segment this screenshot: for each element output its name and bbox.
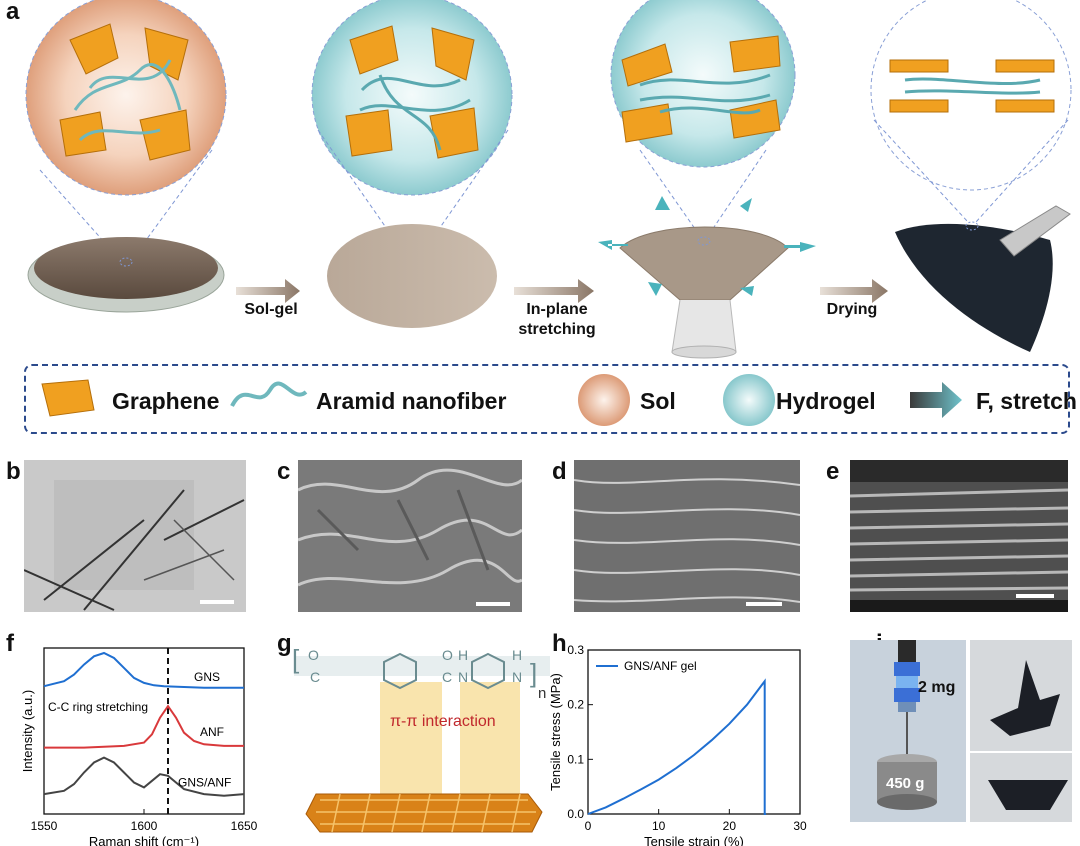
x-tick-label: 30	[793, 819, 807, 833]
panel-a-schematic	[25, 0, 1072, 359]
pi-pi-label: π-π interaction	[390, 713, 496, 730]
legend-graphene: Graphene	[112, 388, 220, 414]
aramid-nanofiber-icon	[230, 381, 308, 407]
mass-2mg-label: 2 mg	[918, 679, 955, 696]
legend-sol: Sol	[640, 388, 676, 414]
panel-label-f: f	[6, 630, 14, 657]
dried-film	[895, 205, 1071, 352]
x-tick-label: 1600	[131, 819, 158, 833]
panel-label-d: d	[552, 458, 567, 485]
series-line-gns-anf-gel	[587, 678, 767, 815]
y-tick-label: 0.3	[567, 643, 584, 657]
process-arrow-1	[236, 279, 300, 303]
hydrogel-bubble-2	[610, 0, 796, 168]
legend-aramid: Aramid nanofiber	[316, 388, 507, 414]
svg-text:O: O	[442, 647, 453, 663]
series-line-anf	[44, 704, 244, 749]
series-line-gns-anf	[43, 756, 245, 797]
svg-text:H: H	[512, 647, 522, 663]
series-label: GNS/ANF	[178, 776, 231, 790]
gel-film-disc	[327, 224, 497, 328]
y-tick-label: 0.0	[567, 807, 584, 821]
panel-label-h: h	[552, 630, 567, 657]
sol-icon	[578, 374, 630, 426]
sol-bubble	[25, 0, 227, 196]
panel-label-e: e	[826, 458, 840, 485]
plot-frame	[587, 649, 801, 815]
x-tick-label: 1650	[231, 819, 258, 833]
x-tick-label: 1550	[31, 819, 58, 833]
series-label: GNS	[194, 670, 220, 684]
sem-image-e	[850, 460, 1068, 612]
dried-film-bubble	[870, 0, 1072, 191]
y-tick-label: 0.1	[567, 752, 584, 766]
force-arrow-icon	[910, 382, 962, 418]
pi-pi-schematic: [ O C O C H N H N ] n π-π interaction	[292, 644, 550, 833]
svg-text:C: C	[310, 669, 320, 685]
svg-text:]: ]	[530, 658, 537, 688]
x-tick-label: 20	[723, 819, 737, 833]
annotation-label: C-C ring stretching	[48, 700, 148, 714]
svg-text:N: N	[458, 669, 468, 685]
legend-hydrogel: Hydrogel	[776, 388, 876, 414]
panel-label-c: c	[277, 458, 291, 485]
legend-force: F, stretch	[976, 388, 1077, 414]
process-arrow-3	[820, 279, 888, 303]
stretch-force-arrows	[598, 196, 816, 296]
panel-label-b: b	[6, 458, 21, 485]
y-axis-label: Tensile stress (MPa)	[548, 673, 563, 791]
series-label: ANF	[200, 725, 224, 739]
svg-text:C: C	[442, 669, 452, 685]
hydrogel-bubble-1	[311, 0, 513, 196]
x-axis-label: Tensile strain (%)	[644, 834, 744, 846]
step-label-drying: Drying	[826, 301, 878, 318]
x-tick-label: 0	[585, 819, 592, 833]
legend-box	[24, 364, 1070, 434]
x-axis-label: Raman shift (cm⁻¹)	[89, 834, 199, 846]
scale-bar	[1016, 594, 1054, 598]
svg-text:[: [	[292, 644, 300, 674]
petri-dish	[27, 237, 225, 313]
scale-bar	[476, 602, 510, 606]
graphene-icon	[41, 379, 95, 417]
panel-label-g: g	[277, 630, 292, 657]
photo-panel-i: 2 mg 450 g	[850, 640, 1072, 822]
hydrogel-icon	[723, 374, 775, 426]
legend-label: GNS/ANF gel	[624, 659, 697, 673]
step-label-in-plane: In-plane	[526, 301, 588, 318]
repeat-unit-subscript: n	[538, 685, 546, 702]
y-axis-label: Intensity (a.u.)	[20, 690, 35, 772]
series-line-gns	[43, 651, 244, 689]
sem-image-c	[298, 460, 522, 612]
stretching-funnel	[619, 226, 789, 359]
svg-text:O: O	[308, 647, 319, 663]
sem-image-d	[574, 460, 800, 612]
step-label-stretching: stretching	[518, 321, 596, 338]
x-tick-label: 10	[652, 819, 666, 833]
tem-image-gns	[24, 460, 246, 612]
legend-icons	[41, 374, 962, 426]
svg-text:N: N	[512, 669, 522, 685]
step-label-sol-gel: Sol-gel	[244, 301, 298, 318]
svg-text:H: H	[458, 647, 468, 663]
y-tick-label: 0.2	[567, 698, 584, 712]
scale-bar	[200, 600, 234, 604]
scale-bar	[746, 602, 782, 606]
process-arrow-2	[514, 279, 594, 303]
panel-label-a: a	[6, 0, 20, 25]
weight-450g-label: 450 g	[886, 775, 924, 792]
